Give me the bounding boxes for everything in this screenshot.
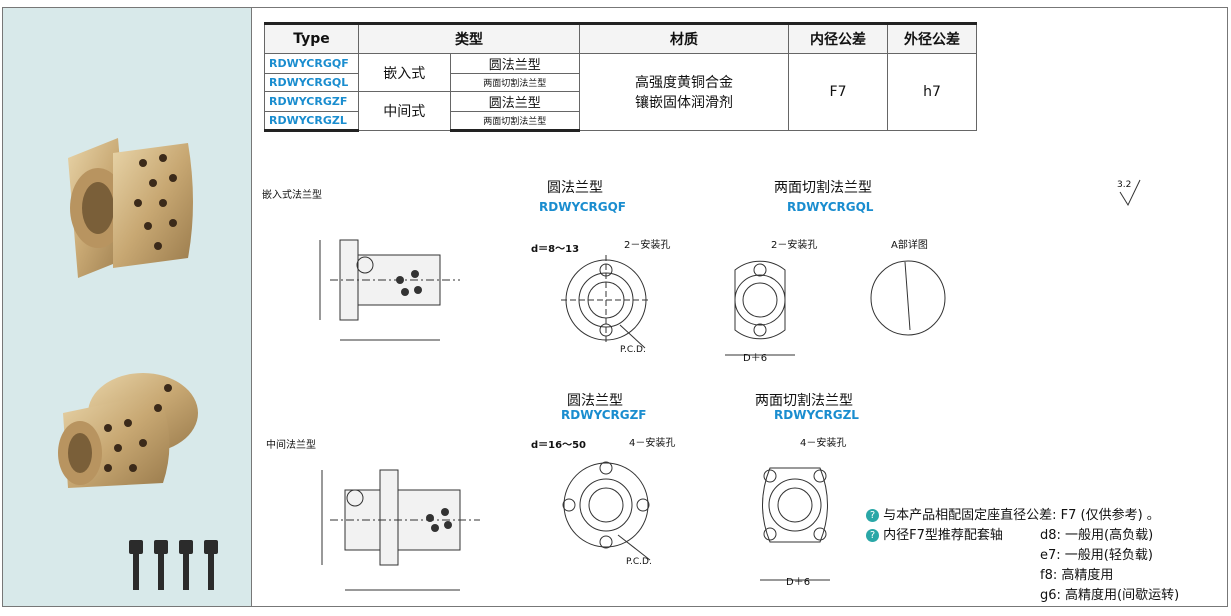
bolts-photo: [129, 540, 218, 590]
holes-4-label: 4－安装孔: [800, 438, 847, 449]
embedded-flange-title: 嵌入式法兰型: [262, 190, 322, 201]
code-qf: RDWYCRGQF: [539, 200, 626, 214]
surface-roughness-mark: 3.2: [1117, 180, 1132, 190]
round-flange-title: 圆法兰型: [547, 180, 603, 196]
header-material: 材质: [579, 22, 789, 54]
spec-table: Type 类型 材质 内径公差 外径公差 RDWYCRGQF 嵌入式 圆法兰型 …: [264, 22, 977, 132]
inner-tol-cell: F7: [788, 53, 888, 131]
code-cell: RDWYCRGZL: [264, 111, 359, 132]
material-line: 高强度黄铜合金: [635, 75, 733, 91]
note-line2: 内径F7型推荐配套轴: [883, 528, 1003, 543]
shaft-row: e7: 一般用(轻负载): [1040, 544, 1153, 563]
cut-flange-title: 两面切割法兰型: [774, 180, 872, 196]
middle-flange-title: 中间法兰型: [266, 440, 316, 451]
shaft-row: f8: 高精度用: [1040, 564, 1113, 583]
detail-a-label: A部详图: [891, 240, 928, 251]
pcd-label: P.C.D.: [626, 557, 652, 567]
material-line: 镶嵌固体润滑剂: [635, 95, 733, 111]
d6-label: D＋6: [786, 577, 811, 588]
header-category: 类型: [358, 22, 580, 54]
group-embedded: 嵌入式: [358, 53, 451, 92]
code-zl: RDWYCRGZL: [774, 408, 859, 422]
shaft-desc: 一般用(高负载): [1065, 528, 1154, 543]
header-inner-tol: 内径公差: [788, 22, 888, 54]
bushing-photo-middle: [58, 373, 198, 488]
header-type: Type: [264, 22, 359, 54]
holes-4-label: 4－安装孔: [629, 438, 676, 449]
shaft-row: g6: 高精度用(间歇运转): [1040, 584, 1179, 603]
d6-label: D＋6: [743, 353, 768, 364]
note-housing-tolerance: ? 与本产品相配固定座直径公差: F7 (仅供参考) 。: [866, 504, 1160, 523]
round-flange-title-2: 圆法兰型: [567, 393, 623, 409]
note-shaft-recommend: ? 内径F7型推荐配套轴: [866, 524, 1003, 543]
code-cell: RDWYCRGQL: [264, 73, 359, 92]
shaft-row: d8: 一般用(高负载): [1040, 524, 1153, 543]
page-frame: [2, 7, 1228, 607]
shaft-code: e7:: [1040, 548, 1061, 563]
shaft-code: f8:: [1040, 568, 1058, 583]
outer-tol-cell: h7: [887, 53, 977, 131]
group-middle: 中间式: [358, 91, 451, 131]
bushing-photo-embedded: [68, 138, 193, 278]
material-cell: 高强度黄铜合金 镶嵌固体润滑剂: [579, 53, 789, 131]
product-photo-panel: [3, 8, 252, 606]
code-zf: RDWYCRGZF: [561, 408, 647, 422]
code-ql: RDWYCRGQL: [787, 200, 874, 214]
d-range-2: d＝16～50: [531, 440, 586, 451]
note-line1: 与本产品相配固定座直径公差: F7 (仅供参考) 。: [883, 508, 1160, 523]
pcd-label: P.C.D.: [620, 345, 646, 355]
shaft-desc: 高精度用(间歇运转): [1065, 588, 1180, 603]
shaft-code: d8:: [1040, 528, 1061, 543]
holes-2-label: 2－安装孔: [624, 240, 671, 251]
holes-2-label: 2－安装孔: [771, 240, 818, 251]
shaft-code: g6:: [1040, 588, 1061, 603]
shaft-desc: 高精度用: [1061, 568, 1114, 583]
note-icon: ?: [866, 509, 879, 522]
shaft-desc: 一般用(轻负载): [1064, 548, 1153, 563]
header-outer-tol: 外径公差: [887, 22, 977, 54]
cut-flange-title-2: 两面切割法兰型: [755, 393, 853, 409]
d-range-1: d＝8～13: [531, 244, 580, 255]
flange-cut-cell: 两面切割法兰型: [449, 111, 581, 132]
note-icon: ?: [866, 529, 879, 542]
